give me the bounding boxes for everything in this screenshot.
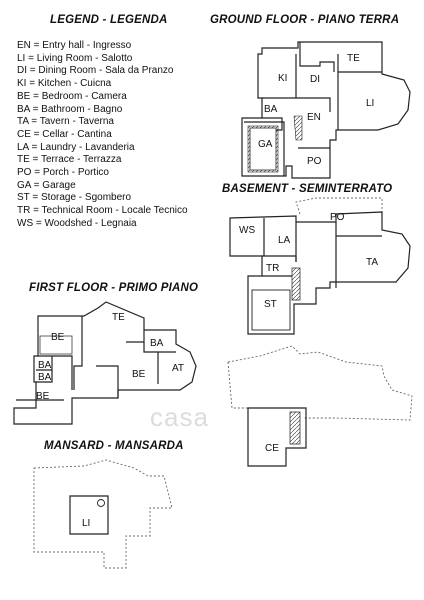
legend-item: BE = Bedroom - Camera (17, 90, 127, 102)
room-label-ba: BA (150, 338, 164, 349)
legend-item: WS = Woodshed - Legnaia (17, 217, 137, 229)
watermark: casa (150, 402, 209, 432)
room-label-ba: BA (38, 372, 52, 383)
room-label-po: PO (307, 156, 322, 167)
ground-floor-plan (241, 41, 411, 179)
room-label-ga: GA (258, 139, 273, 150)
room-label-be: BE (51, 332, 65, 343)
room-label-at: AT (172, 363, 184, 374)
room-label-ba: BA (38, 360, 52, 371)
basement-title: BASEMENT - SEMINTERRATO (222, 183, 393, 195)
legend-item: LI = Living Room - Salotto (17, 52, 133, 64)
legend-item: TR = Technical Room - Locale Tecnico (17, 205, 188, 217)
legend-list: EN = Entry hall - Ingresso LI = Living R… (17, 40, 188, 231)
legend-item: TE = Terrace - Terrazza (17, 154, 122, 166)
mansard-plan (69, 495, 109, 535)
room-label-te: TE (347, 53, 360, 64)
room-label-ws: WS (239, 225, 255, 236)
room-label-ki: KI (278, 73, 287, 84)
legend-item: BA = Bathroom - Bagno (17, 103, 123, 115)
legend-item: ST = Storage - Sgombero (17, 192, 132, 204)
cellar-floor-plan (247, 407, 307, 467)
legend-item: DI = Dining Room - Sala da Pranzo (17, 65, 174, 77)
basement-plan-dashed (295, 197, 383, 215)
room-label-st: ST (264, 299, 277, 310)
basement-plan (229, 211, 411, 335)
room-label-en: EN (307, 112, 321, 123)
room-label-li: LI (366, 98, 374, 109)
room-label-te: TE (112, 312, 125, 323)
first-floor-title: FIRST FLOOR - PRIMO PIANO (29, 282, 199, 294)
first-floor-plan (13, 301, 197, 425)
room-label-be: BE (36, 391, 50, 402)
cellar-floor-plan-dashed (227, 345, 413, 421)
mansard-plan-dashed (33, 459, 173, 569)
room-label-ba: BA (264, 104, 278, 115)
legend-item: LA = Laundry - Lavanderia (17, 141, 135, 153)
legend-item: CE = Cellar - Cantina (17, 128, 112, 140)
room-label-ce: CE (265, 443, 279, 454)
legend-title: LEGEND - LEGENDA (50, 14, 168, 26)
legend-item: EN = Entry hall - Ingresso (17, 40, 132, 51)
room-label-be: BE (132, 369, 146, 380)
legend-item: PO = Porch - Portico (17, 167, 109, 179)
room-label-di: DI (310, 74, 320, 85)
legend-item: TA = Tavern - Taverna (17, 116, 114, 128)
room-label-la: LA (278, 235, 291, 246)
ground-floor-title: GROUND FLOOR - PIANO TERRA (210, 14, 400, 26)
room-label-ta: TA (366, 257, 378, 268)
legend-item: KI = Kitchen - Cuicna (17, 78, 112, 90)
mansard-title: MANSARD - MANSARDA (44, 440, 184, 452)
room-label-tr: TR (266, 263, 279, 274)
room-label-li: LI (82, 518, 90, 529)
room-label-po: PO (330, 212, 345, 223)
legend-item: GA = Garage (17, 179, 76, 191)
